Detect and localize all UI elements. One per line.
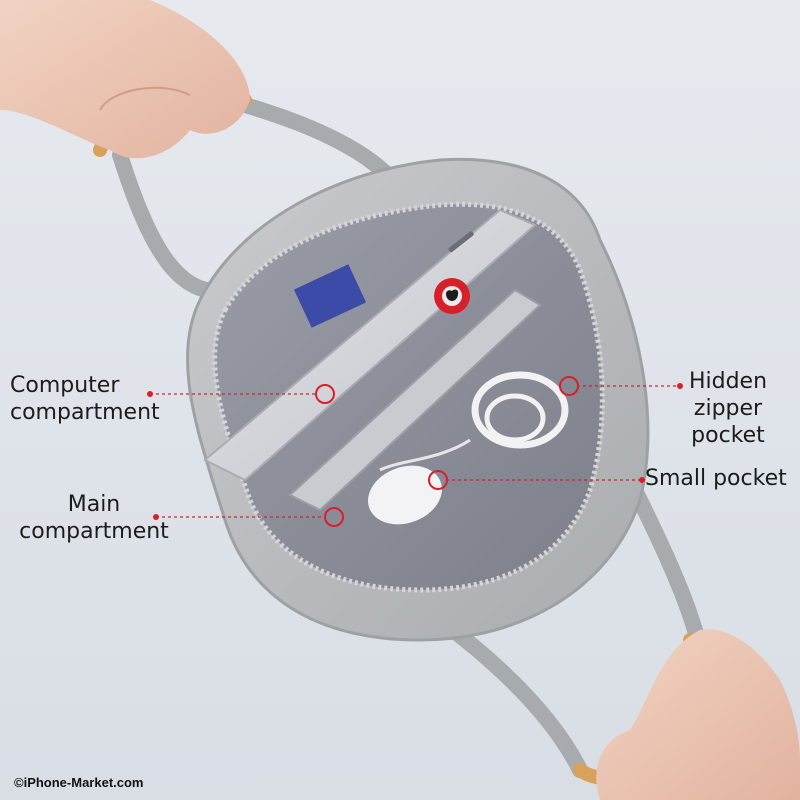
laptop (203, 208, 537, 482)
callout-endpoints (147, 383, 683, 520)
callout-rings (315, 376, 579, 527)
right-hand (596, 629, 800, 800)
watermark: ©iPhone-Market.com (14, 775, 144, 790)
tablet (288, 288, 542, 512)
bag-tag (293, 264, 367, 328)
cable-and-mouse (368, 371, 569, 525)
callout-lines (150, 385, 680, 518)
callout-main-compartment: Main compartment (19, 492, 169, 544)
callout-hidden-zipper-pocket: Hidden zipper pocket (688, 369, 768, 448)
left-hand (0, 0, 250, 159)
callout-small-pocket: Small pocket (645, 466, 787, 491)
callout-computer-compartment: Computer compartment (10, 373, 160, 425)
apple-logo-icon (446, 289, 459, 301)
